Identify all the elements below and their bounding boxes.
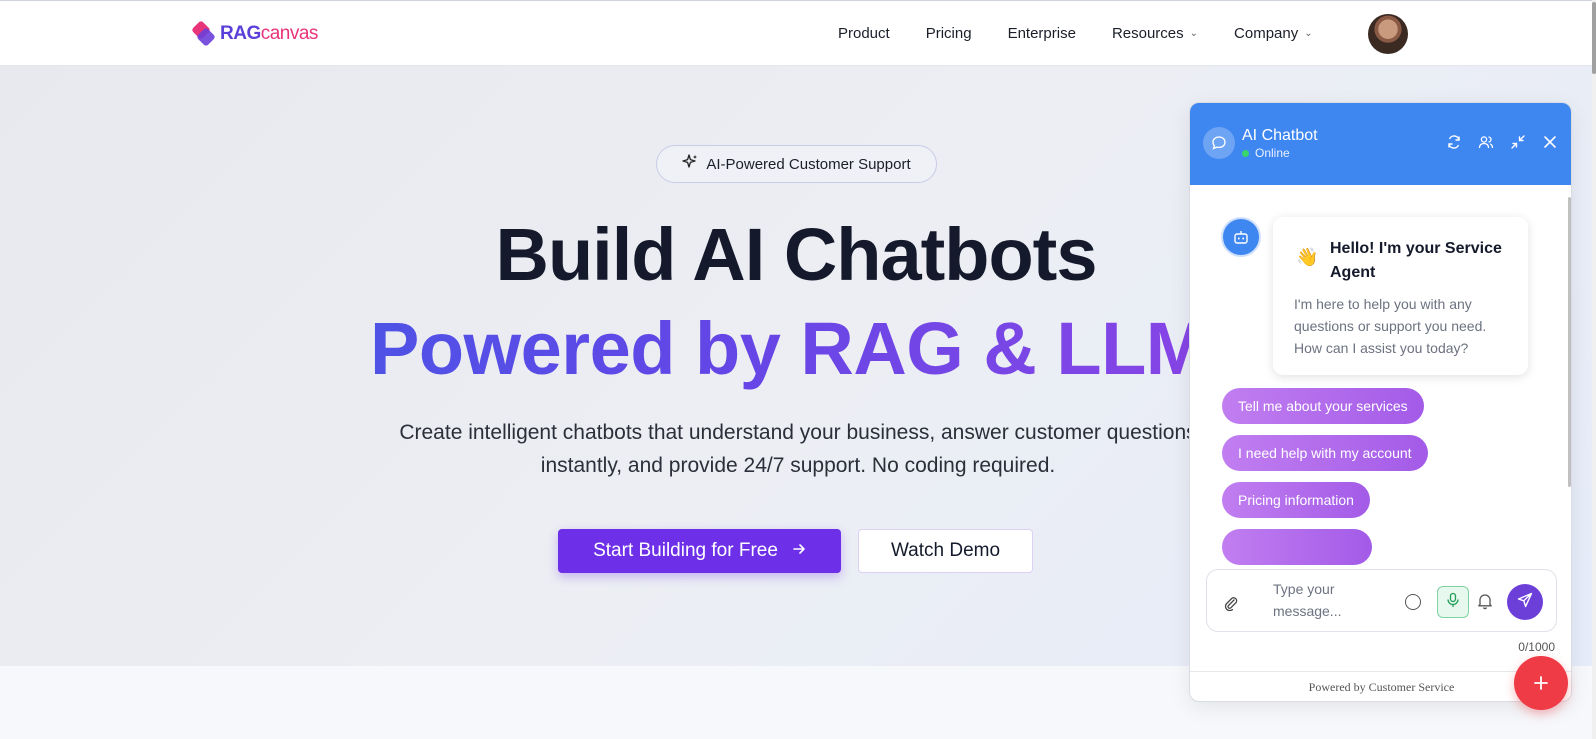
mic-button[interactable] (1437, 586, 1469, 618)
nav-enterprise-label: Enterprise (1007, 25, 1076, 42)
suggestion-pricing[interactable]: Pricing information (1222, 482, 1370, 518)
greeting-title: Hello! I'm your Service Agent (1330, 240, 1502, 281)
chat-header-actions (1445, 133, 1559, 151)
logo-text-primary: RAG (220, 23, 261, 44)
suggestion-more[interactable] (1222, 529, 1372, 565)
logo-mark-icon (190, 21, 216, 47)
top-navigation-bar: RAGcanvas Product Pricing Enterprise Res… (0, 0, 1596, 66)
chat-title: AI Chatbot (1242, 127, 1318, 144)
send-button[interactable] (1507, 584, 1543, 620)
emoji-icon[interactable] (1405, 594, 1421, 610)
hero-subtitle: Create intelligent chatbots that underst… (399, 421, 1197, 477)
online-dot (1242, 149, 1249, 157)
paperclip-icon[interactable] (1223, 595, 1239, 614)
chat-footer: Powered by Customer Service (1190, 671, 1571, 701)
suggestion-account[interactable]: I need help with my account (1222, 435, 1428, 471)
send-icon (1517, 592, 1533, 613)
nav-resources[interactable]: Resources ⌄ (1112, 25, 1198, 42)
suggestion-account-label: I need help with my account (1238, 445, 1412, 461)
chat-header: AI Chatbot Online (1190, 103, 1571, 185)
nav-company[interactable]: Company ⌄ (1234, 25, 1313, 42)
suggestion-services[interactable]: Tell me about your services (1222, 388, 1424, 424)
sparkle-icon (682, 153, 698, 175)
hero-title-line1: Build AI Chatbots (495, 213, 1098, 296)
chat-bubble-icon (1203, 127, 1235, 159)
page-scrollbar-thumb[interactable] (1592, 2, 1596, 74)
hero-badge: AI-Powered Customer Support (656, 145, 937, 183)
chevron-down-icon: ⌄ (1189, 28, 1199, 39)
watch-demo-button[interactable]: Watch Demo (858, 529, 1033, 573)
message-composer: Type your message... (1206, 569, 1557, 632)
suggestion-pricing-label: Pricing information (1238, 492, 1354, 508)
user-avatar[interactable] (1368, 14, 1408, 54)
main-nav: Product Pricing Enterprise Resources ⌄ Co… (838, 25, 1349, 42)
greeting-text: I'm here to help you with any questions … (1294, 296, 1487, 356)
greeting-message: 👋 Hello! I'm your Service Agent I'm here… (1273, 217, 1528, 375)
users-icon[interactable] (1477, 133, 1495, 151)
page-scrollbar[interactable] (1592, 0, 1596, 739)
start-building-label: Start Building for Free (593, 540, 778, 561)
character-count: 0/1000 (1518, 640, 1555, 654)
arrow-right-icon (792, 540, 806, 562)
robot-icon (1221, 217, 1261, 257)
nav-product-label: Product (838, 25, 890, 42)
watch-demo-label: Watch Demo (890, 540, 1001, 561)
refresh-icon[interactable] (1445, 133, 1463, 151)
nav-enterprise[interactable]: Enterprise (1008, 25, 1076, 42)
close-icon[interactable] (1541, 133, 1559, 151)
logo-text-secondary: canvas (260, 23, 319, 44)
hero-badge-label: AI-Powered Customer Support (706, 155, 911, 173)
logo-text: RAGcanvas (220, 23, 318, 45)
chevron-down-icon: ⌄ (1304, 28, 1313, 39)
nav-resources-label: Resources (1111, 25, 1184, 42)
chat-status-label: Online (1255, 146, 1290, 160)
nav-pricing-label: Pricing (925, 25, 972, 42)
nav-pricing[interactable]: Pricing (926, 25, 972, 42)
nav-product[interactable]: Product (838, 25, 890, 42)
chat-scrollbar-thumb[interactable] (1568, 197, 1571, 487)
minimize-icon[interactable] (1509, 133, 1527, 151)
bell-icon[interactable] (1477, 592, 1493, 615)
start-building-button[interactable]: Start Building for Free (558, 529, 841, 573)
chat-status: Online (1242, 146, 1290, 160)
mic-icon (1446, 592, 1460, 613)
wave-icon: 👋 (1296, 247, 1319, 267)
chat-widget: AI Chatbot Online 👋 Hello! I'm your Serv… (1189, 102, 1572, 702)
logo[interactable]: RAGcanvas (190, 21, 318, 47)
message-input[interactable]: Type your message... (1273, 581, 1342, 619)
plus-icon[interactable] (1514, 656, 1568, 710)
suggestion-services-label: Tell me about your services (1238, 398, 1408, 414)
hero-title-line2: Powered by RAG & LLMs (370, 307, 1248, 390)
nav-company-label: Company (1234, 25, 1299, 42)
